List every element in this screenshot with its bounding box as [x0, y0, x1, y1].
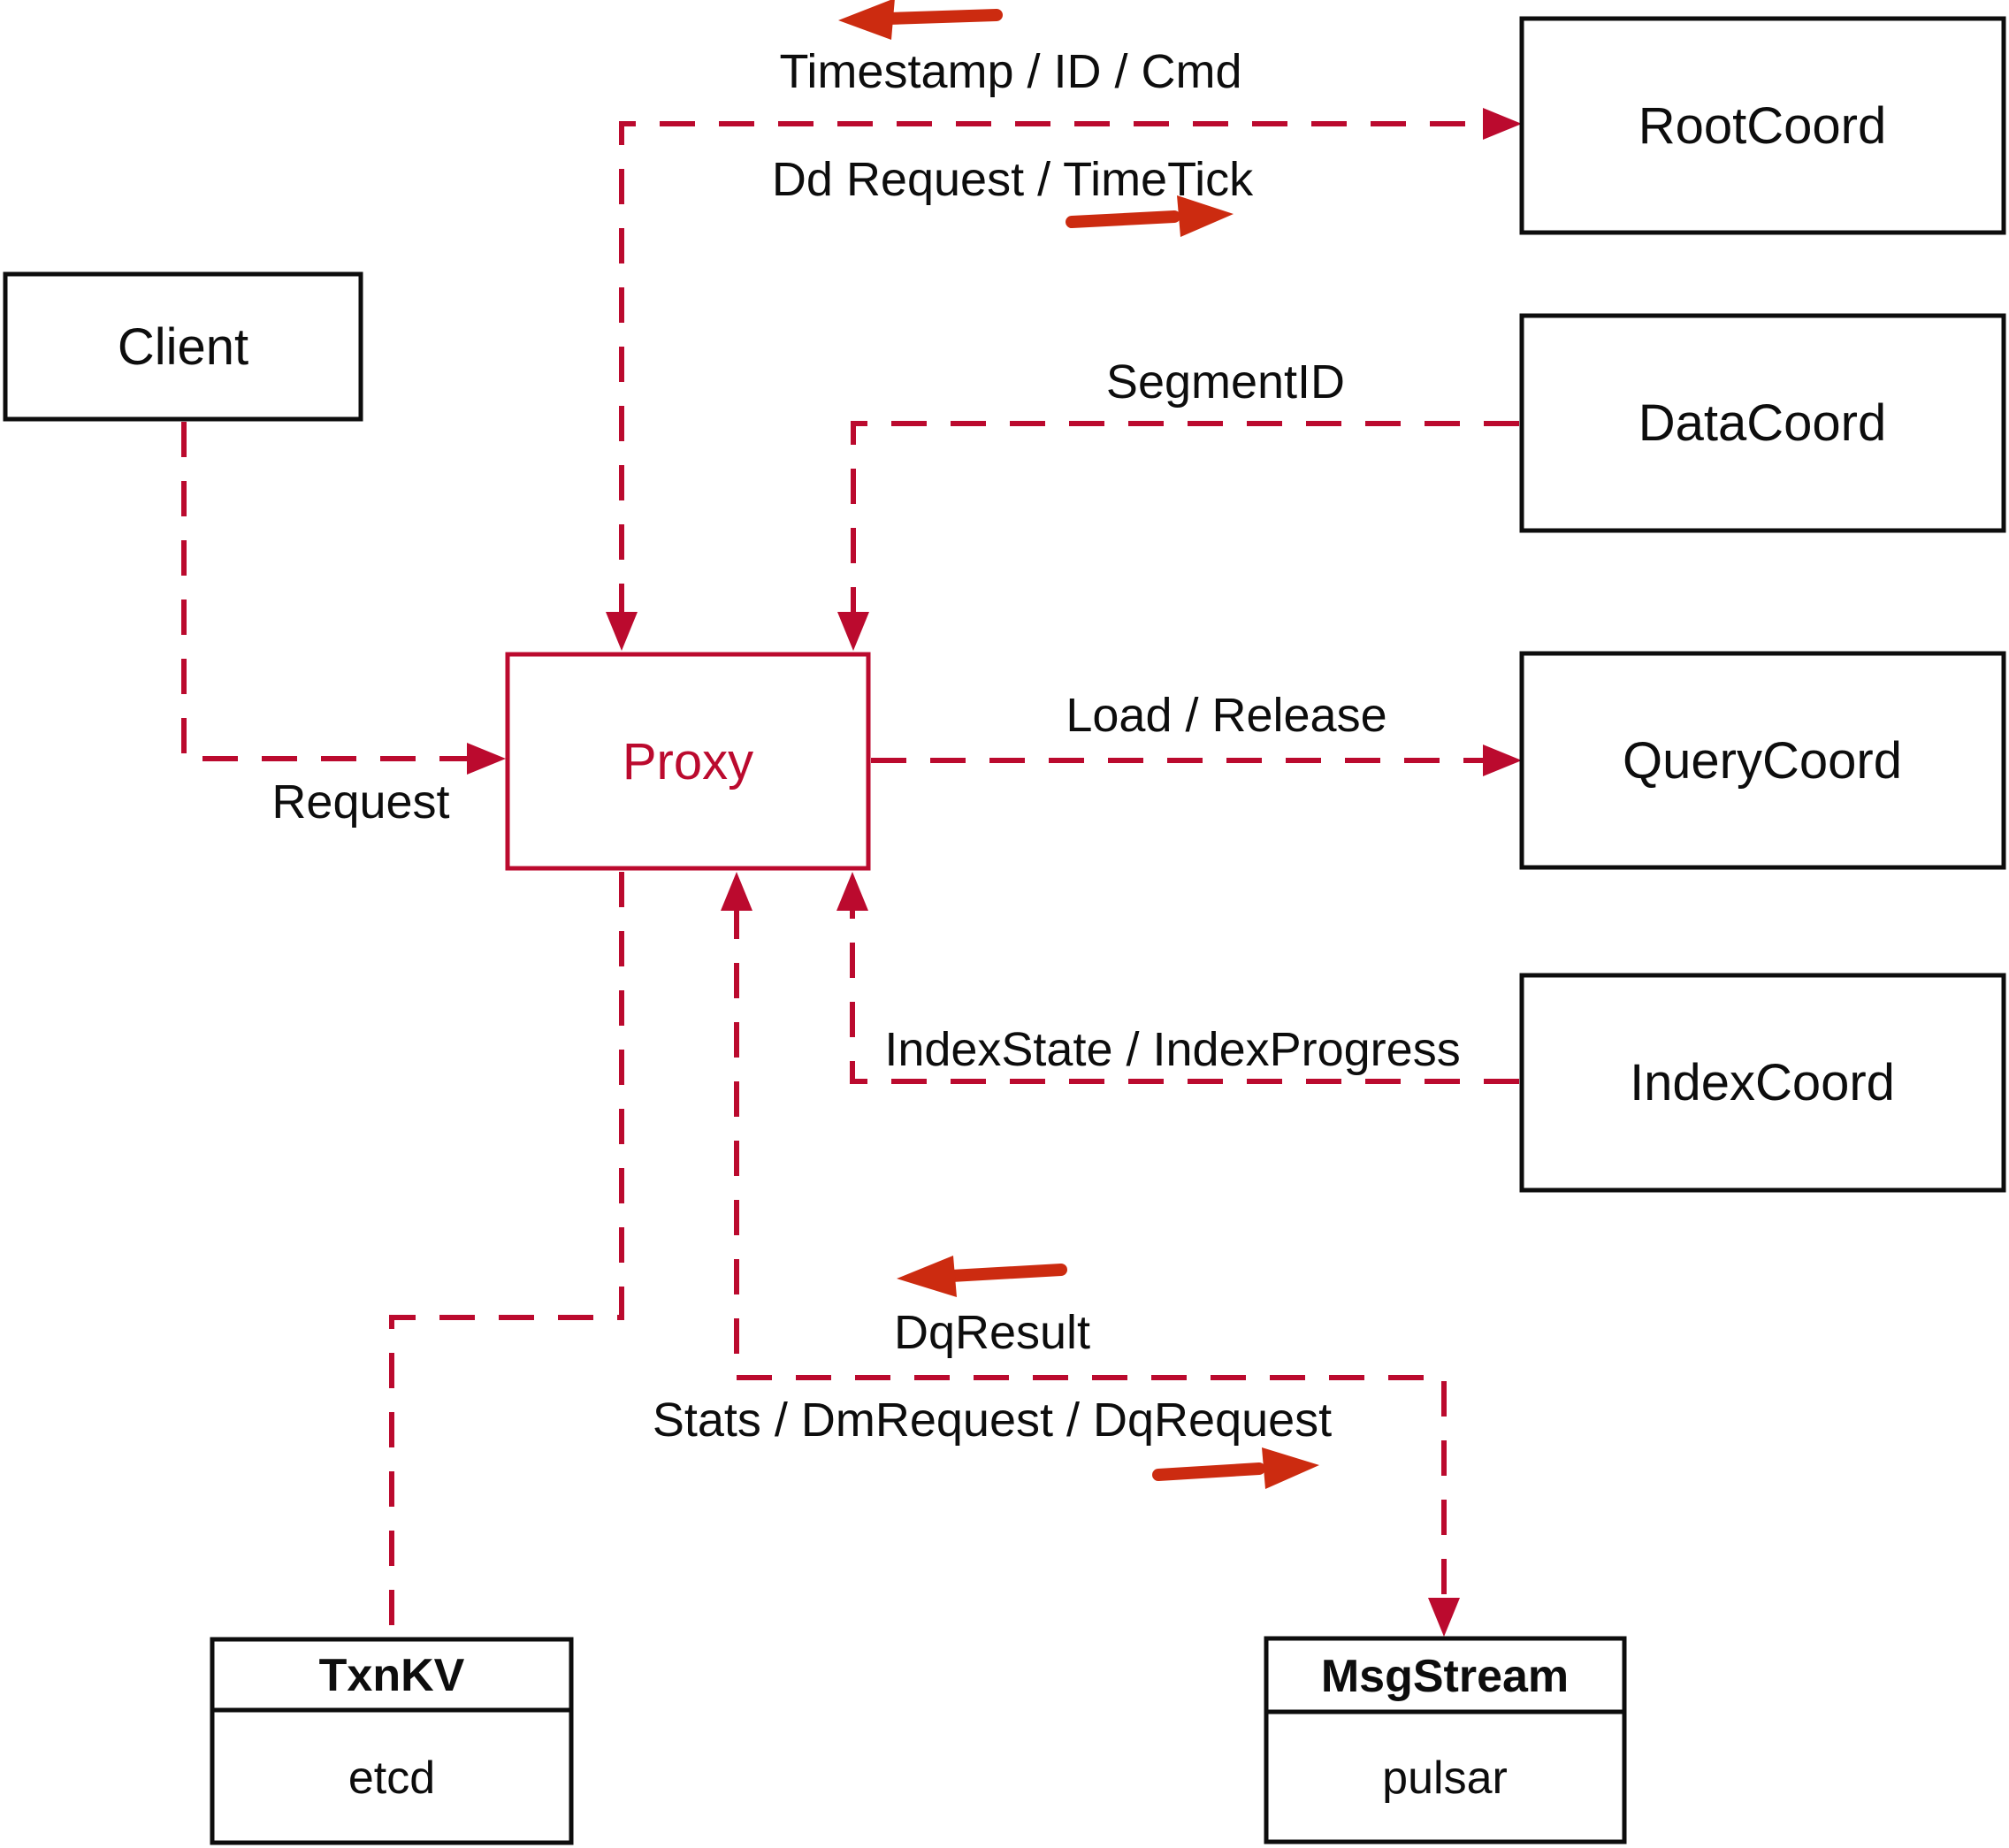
rootcoord-label: RootCoord: [1639, 97, 1886, 155]
arrowhead-into-querycoord: [1483, 745, 1522, 776]
edge-indexcoord-to-proxy: [836, 872, 1519, 1084]
node-rootcoord: RootCoord: [1519, 16, 2006, 235]
edge-label-load-release: Load / Release: [1066, 689, 1386, 742]
txnkv-title: TxnKV: [319, 1650, 465, 1701]
arrowhead-into-proxy-top-left: [606, 612, 638, 651]
node-proxy: Proxy: [505, 652, 871, 871]
arrowhead-into-proxy-left: [467, 743, 506, 775]
node-msgstream: MsgStream pulsar: [1264, 1636, 1627, 1844]
arrowhead-into-proxy-bottom-left: [721, 872, 752, 911]
msgstream-title: MsgStream: [1321, 1651, 1569, 1702]
arrowhead-into-rootcoord: [1483, 108, 1522, 140]
edge-client-to-proxy: [181, 422, 506, 775]
arrow-left-icon: [897, 1256, 1067, 1297]
edge-proxy-to-rootcoord: [606, 108, 1522, 651]
node-txnkv: TxnKV etcd: [210, 1637, 574, 1845]
client-label: Client: [118, 318, 248, 376]
edge-label-dq-result: DqResult: [894, 1306, 1090, 1359]
msgstream-subtitle: pulsar: [1382, 1753, 1508, 1804]
edge-label-stats-dm-dq: Stats / DmRequest / DqRequest: [653, 1394, 1332, 1447]
node-querycoord: QueryCoord: [1519, 651, 2006, 870]
edge-proxy-to-msgstream: [721, 872, 1460, 1637]
edge-proxy-to-txnkv: [389, 872, 624, 1636]
edge-label-index-state: IndexState / IndexProgress: [884, 1023, 1460, 1076]
edge-label-request: Request: [271, 775, 449, 829]
arrow-right-icon: [1152, 1447, 1319, 1489]
arrow-left-icon: [838, 0, 1003, 40]
indexcoord-label: IndexCoord: [1630, 1054, 1895, 1111]
edge-datacoord-to-proxy: [837, 421, 1519, 651]
arrowhead-into-proxy-bottom-right: [836, 872, 868, 911]
edge-label-dd-request-timetick: Dd Request / TimeTick: [772, 153, 1254, 206]
edge-proxy-to-querycoord: [871, 745, 1522, 776]
arrow-right-icon: [1066, 195, 1234, 237]
arrowhead-into-msgstream: [1428, 1598, 1460, 1637]
node-datacoord: DataCoord: [1519, 313, 2006, 533]
edge-label-segment-id: SegmentID: [1106, 355, 1345, 409]
proxy-label: Proxy: [623, 733, 753, 790]
datacoord-label: DataCoord: [1639, 394, 1886, 452]
querycoord-label: QueryCoord: [1623, 732, 1902, 790]
txnkv-subtitle: etcd: [348, 1753, 435, 1804]
node-client: Client: [3, 271, 363, 422]
edge-label-timestamp-id-cmd: Timestamp / ID / Cmd: [779, 45, 1241, 98]
node-indexcoord: IndexCoord: [1519, 973, 2006, 1193]
arrowhead-into-proxy-top-right: [837, 612, 869, 651]
